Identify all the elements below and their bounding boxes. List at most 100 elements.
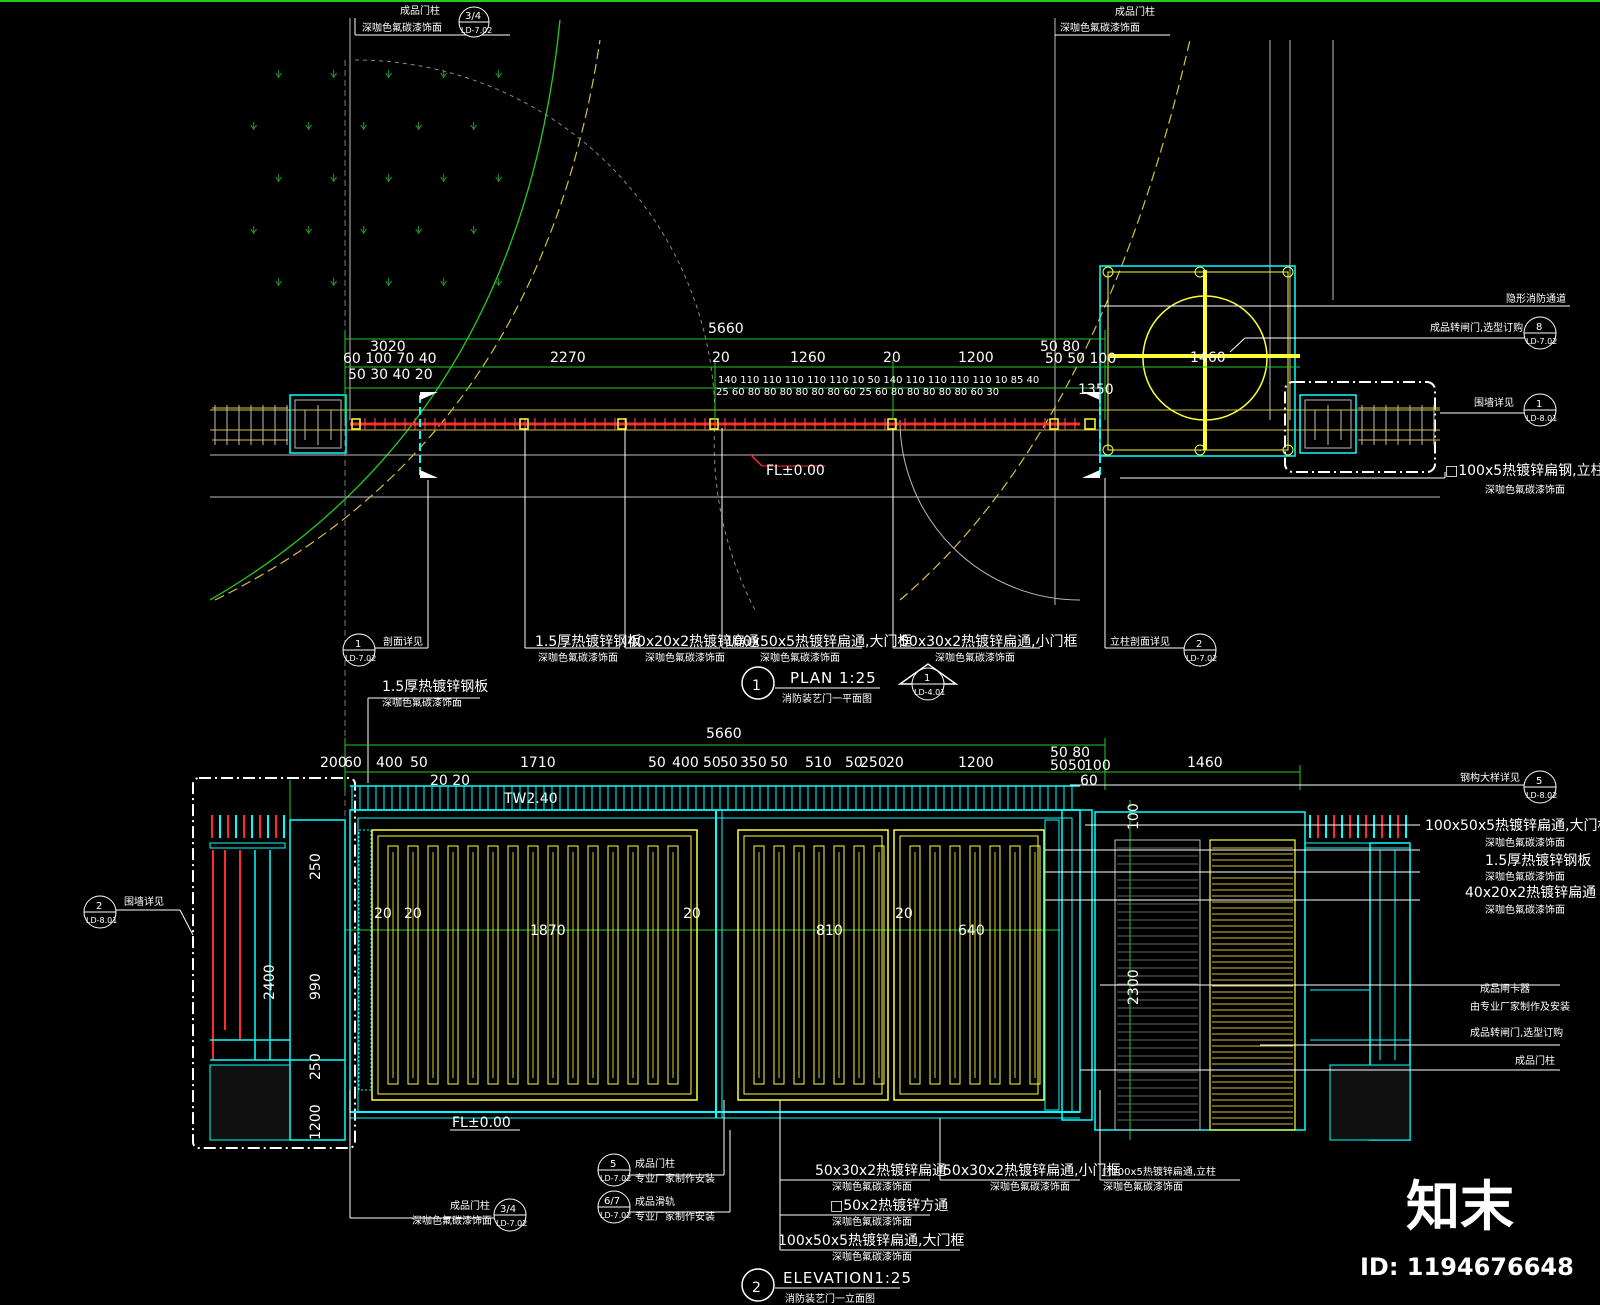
hatch-mark	[440, 280, 445, 286]
panel-bar	[969, 845, 981, 1085]
plan-subtitle: 消防装艺门一平面图	[782, 692, 872, 705]
plan-callout-bottom-1-ref: LD-7.02	[345, 654, 376, 663]
hatch-mark	[443, 72, 448, 78]
elev-left-wall	[192, 777, 356, 1149]
elev-callout-bottom-8-note: 深咖色氟碳漆饰面	[1103, 1180, 1183, 1193]
elev-callout-bottom-8-label: □100x5热镀锌扁通,立柱	[1102, 1165, 1216, 1178]
elev-dim-left-a: 990	[308, 973, 324, 1000]
hatch-mark	[308, 124, 313, 130]
hatch-mark	[470, 124, 475, 130]
elev-dim-s1: 200	[320, 755, 347, 771]
hatch-mark	[278, 72, 283, 78]
plan-callout-top-1-label: 成品门柱	[400, 4, 440, 17]
panel-bar	[793, 845, 805, 1085]
elev-callout-right-1-num: 5	[1536, 776, 1542, 787]
plan-dim-total: 5660	[708, 321, 744, 337]
elev-callout-right-7-label: 成品门柱	[1515, 1054, 1555, 1067]
elev-gate	[349, 785, 1093, 1121]
elev-dim-s20: 100	[1084, 758, 1111, 774]
hatch-mark	[388, 72, 393, 78]
plan-dim-a: 3020	[370, 339, 406, 355]
hatch-mark	[498, 280, 503, 286]
elev-callout-bottom-7-note: 深咖色氟碳漆饰面	[990, 1180, 1070, 1193]
plan-callout-right-2-ref: LD-7.02	[1526, 337, 1557, 346]
panel-bar	[387, 845, 399, 1085]
elev-callout-right-1-ref: LD-8.02	[1526, 791, 1557, 800]
panel-bar	[527, 845, 539, 1085]
plan-dim-f: 1200	[958, 350, 994, 366]
plan-dim-e: 20	[883, 350, 901, 366]
elev-tw-label: TW2.40	[503, 791, 558, 807]
elev-dim-s7: 400	[672, 755, 699, 771]
elev-dim-s8: 50	[703, 755, 721, 771]
panel-bar	[753, 845, 765, 1085]
plan-dim-g: 50 80	[1040, 339, 1080, 355]
plan-callout-bottom-1-label: 剖面详见	[383, 635, 423, 648]
elev-callout-bottom-5-label: □50x2热镀锌方通	[830, 1197, 948, 1214]
elev-dim-s6: 50	[648, 755, 666, 771]
elev-title-marker: 2	[752, 1280, 761, 1296]
elevation-view: 1.5厚热镀锌钢板 深咖色氟碳漆饰面 5660 200 60 400 50 17…	[83, 678, 1600, 1305]
panel-bar	[647, 845, 659, 1085]
elev-callout-top-note: 深咖色氟碳漆饰面	[382, 696, 462, 709]
elev-callout-right-3-note: 深咖色氟碳漆饰面	[1485, 870, 1565, 883]
elev-dim-left-c: 250	[308, 853, 324, 880]
panel-bar	[407, 845, 419, 1085]
elev-dim-s10: 350	[740, 755, 767, 771]
elev-callout-right-2-note: 深咖色氟碳漆饰面	[1485, 836, 1565, 849]
plan-title-marker: 1	[752, 678, 761, 694]
elev-dim-s15: 20	[886, 755, 904, 771]
hatch-mark	[498, 176, 503, 182]
elev-dim-s21: 1460	[1187, 755, 1223, 771]
hatch-mark	[330, 176, 335, 182]
panel-bar	[487, 845, 499, 1085]
hatch-mark	[333, 280, 338, 286]
plan-dim-chain-left2: 50 30 40 20	[348, 367, 433, 383]
hatch-mark	[443, 176, 448, 182]
plan-callout-right-3-label: 围墙详见	[1474, 396, 1514, 409]
elev-callout-bottom-5-note: 深咖色氟碳漆饰面	[832, 1215, 912, 1228]
elev-dim-s2: 60	[344, 755, 362, 771]
elev-dim-s5: 1710	[520, 755, 556, 771]
plan-callout-right-1: 隐形消防通道	[1506, 292, 1566, 305]
elev-callout-bottom-6-note: 深咖色氟碳漆饰面	[832, 1250, 912, 1263]
elev-dim-s9: 50	[720, 755, 738, 771]
plan-callout-top-1-note: 深咖色氟碳漆饰面	[362, 21, 442, 34]
panel-bar	[667, 845, 679, 1085]
panel-bar	[627, 845, 639, 1085]
elev-callout-bottom-2-num: 6/7	[604, 1196, 620, 1207]
hatch-mark	[418, 124, 423, 130]
plan-dim-c: 20	[712, 350, 730, 366]
hatch-mark	[388, 176, 393, 182]
elev-callout-bottom-1-label: 成品门柱	[635, 1157, 675, 1170]
hatch-mark	[495, 72, 500, 78]
elev-dim-s16: 1200	[958, 755, 994, 771]
plan-callout-bottom-5-note: 深咖色氟碳漆饰面	[935, 651, 1015, 664]
elev-dim-s17: 50 80	[1050, 745, 1090, 761]
elev-callout-bottom-1-num: 5	[610, 1159, 616, 1170]
panel-bar	[587, 845, 599, 1085]
elev-callout-right-4-note: 深咖色氟碳漆饰面	[1485, 903, 1565, 916]
elev-callout-top-label: 1.5厚热镀锌钢板	[382, 678, 488, 695]
plan-callout-bottom-3-label: 40x20x2热镀锌扁通	[628, 633, 759, 650]
elev-callout-bottom-4-note: 深咖色氟碳漆饰面	[832, 1180, 912, 1193]
brand-logo: 知末	[1406, 1175, 1514, 1238]
plan-dim-h: 1460	[1190, 350, 1226, 366]
plan-section-marker-num: 1	[924, 673, 930, 684]
panel-bar	[607, 845, 619, 1085]
hatch-mark	[250, 124, 255, 130]
elev-callout-right-3-label: 1.5厚热镀锌钢板	[1485, 852, 1591, 869]
hatch-mark	[415, 228, 420, 234]
elev-callout-bottom-1-ref: LD-7.02	[600, 1174, 631, 1183]
elev-callout-bottom-2-note: 专业厂家制作安装	[635, 1210, 715, 1223]
panel-bar	[507, 845, 519, 1085]
hatch-mark	[275, 176, 280, 182]
plan-callout-top-1-ref: LD-7.02	[461, 26, 492, 35]
plan-dim-chain-right: 50 50 100	[1045, 351, 1116, 367]
elev-callout-right-2-label: 100x50x5热镀锌扁通,大门框	[1425, 817, 1600, 834]
hatch-mark	[360, 228, 365, 234]
plan-callout-bottom-1-num: 1	[355, 639, 361, 650]
hatch-mark	[253, 228, 258, 234]
elev-dim-mid-f: 20	[683, 906, 701, 922]
hatch-mark	[330, 280, 335, 286]
